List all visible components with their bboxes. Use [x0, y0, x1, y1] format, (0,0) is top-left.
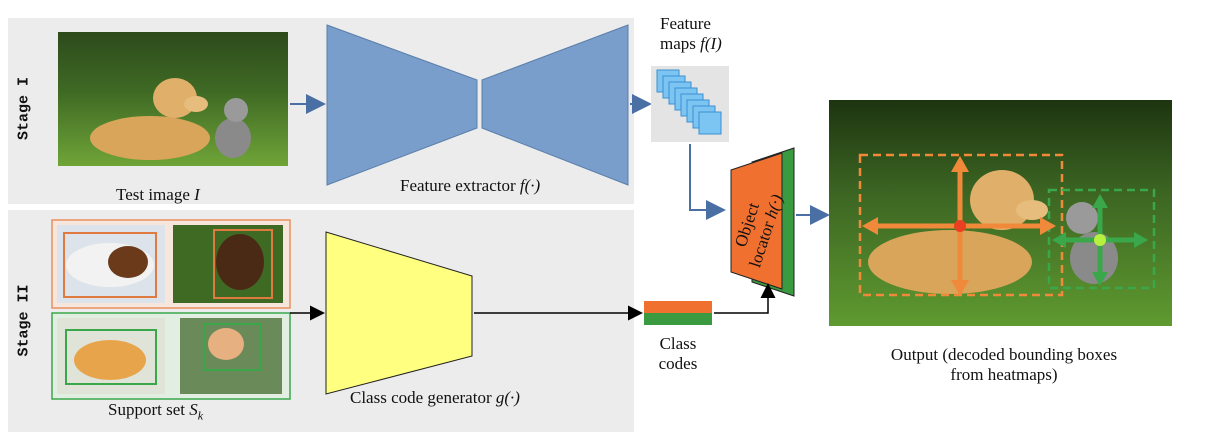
feature-maps-icon — [651, 66, 729, 142]
feature-extractor-caption: Feature extractor f(·) — [400, 176, 540, 196]
class-code-generator-fn: g(·) — [495, 388, 520, 407]
class-code-generator-label: Class code generator — [350, 388, 492, 407]
support-set-caption: Support set Sk — [108, 400, 203, 423]
test-image — [58, 32, 288, 166]
class-code-generator-shape — [325, 231, 473, 395]
test-image-caption: Test image I — [116, 185, 200, 205]
feature-maps-label-2: maps — [660, 34, 696, 53]
feature-extractor-label: Feature extractor — [400, 176, 516, 195]
arrow-codes-to-locator — [714, 283, 776, 314]
feature-maps-label-2-row: maps f(I) — [660, 34, 722, 54]
output-caption: Output (decoded bounding boxes from heat… — [848, 345, 1160, 385]
output-image — [829, 100, 1172, 326]
test-image-var: I — [194, 185, 200, 204]
feature-maps-label-1: Feature — [660, 14, 711, 33]
class-codes-caption: Class codes — [650, 334, 706, 374]
support-set-label: Support set — [108, 400, 185, 419]
object-locator-front — [730, 152, 783, 290]
feature-extractor-decoder — [481, 24, 629, 186]
feature-maps-fn: f(I) — [700, 34, 722, 53]
support-set-sub: k — [197, 408, 204, 423]
class-codes-label-2: codes — [658, 354, 698, 373]
feature-extractor-fn: f(·) — [519, 176, 541, 195]
output-label-2: from heatmaps) — [950, 365, 1058, 384]
feature-extractor-encoder — [326, 24, 478, 186]
support-set-var: S — [189, 400, 198, 419]
class-code-generator-caption: Class code generator g(·) — [350, 388, 520, 408]
class-codes-bottom — [644, 313, 712, 325]
arrow-maps-to-locator — [689, 144, 726, 220]
test-image-label: Test image — [116, 185, 190, 204]
class-codes-top — [644, 301, 712, 313]
feature-maps-caption: Feature maps f(I) — [660, 14, 722, 54]
support-set — [51, 219, 291, 400]
class-codes-label-1: Class — [659, 334, 697, 353]
output-label-1: Output (decoded bounding boxes — [890, 345, 1118, 364]
